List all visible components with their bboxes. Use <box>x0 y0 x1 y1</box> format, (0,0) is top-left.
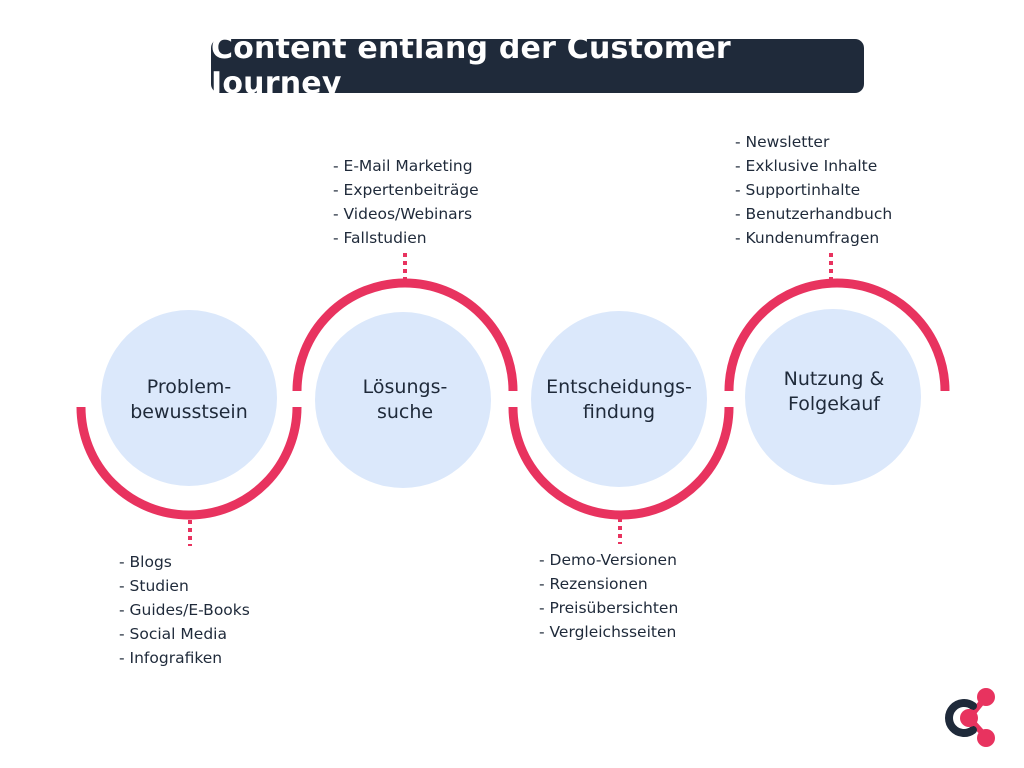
list-item: Demo-Versionen <box>539 548 678 572</box>
list-item: Newsletter <box>735 130 892 154</box>
stage-label-loesungssuche: Lösungs- suche <box>362 376 448 423</box>
list-item: Supportinhalte <box>735 178 892 202</box>
list-item: Expertenbeiträge <box>333 178 479 202</box>
stage-circle-4 <box>745 309 921 485</box>
list-item: Exklusive Inhalte <box>735 154 892 178</box>
stage-label-nutzung-folgekauf: Nutzung & Folgekauf <box>783 368 885 415</box>
list-item: Blogs <box>119 550 250 574</box>
list-item: Fallstudien <box>333 226 479 250</box>
list-item: Videos/Webinars <box>333 202 479 226</box>
content-list-entscheidungsfindung: Demo-Versionen Rezensionen Preisübersich… <box>539 548 679 644</box>
share-icon <box>945 688 995 747</box>
content-list-nutzung-folgekauf: Newsletter Exklusive Inhalte Supportinha… <box>735 130 893 250</box>
stage-label-entscheidungsfindung: Entscheidungs- findung <box>546 376 692 423</box>
stage-arc-1 <box>76 406 302 520</box>
list-item: Benutzerhandbuch <box>735 202 893 226</box>
list-item: Rezensionen <box>539 572 678 596</box>
stage-arc-2 <box>292 278 518 392</box>
list-item: Preisübersichten <box>539 596 679 620</box>
stage-circle-3 <box>531 311 707 487</box>
list-item: Vergleichsseiten <box>539 620 678 644</box>
list-item: E-Mail Marketing <box>333 154 479 178</box>
list-item: Infografiken <box>119 646 250 670</box>
stage-circle-2 <box>315 312 491 488</box>
list-item: Kundenumfragen <box>735 226 892 250</box>
content-list-problembewusstsein: Blogs Studien Guides/E-Books Social Medi… <box>119 550 250 670</box>
stage-arc-3 <box>508 406 734 520</box>
stage-circle-1 <box>101 310 277 486</box>
stage-arc-4 <box>724 278 950 392</box>
list-item: Studien <box>119 574 250 598</box>
stage-label-problembewusstsein: Problem- bewusstsein <box>130 376 248 423</box>
list-item: Guides/E-Books <box>119 598 250 622</box>
list-item: Social Media <box>119 622 250 646</box>
content-list-loesungssuche: E-Mail Marketing Expertenbeiträge Videos… <box>333 154 479 250</box>
